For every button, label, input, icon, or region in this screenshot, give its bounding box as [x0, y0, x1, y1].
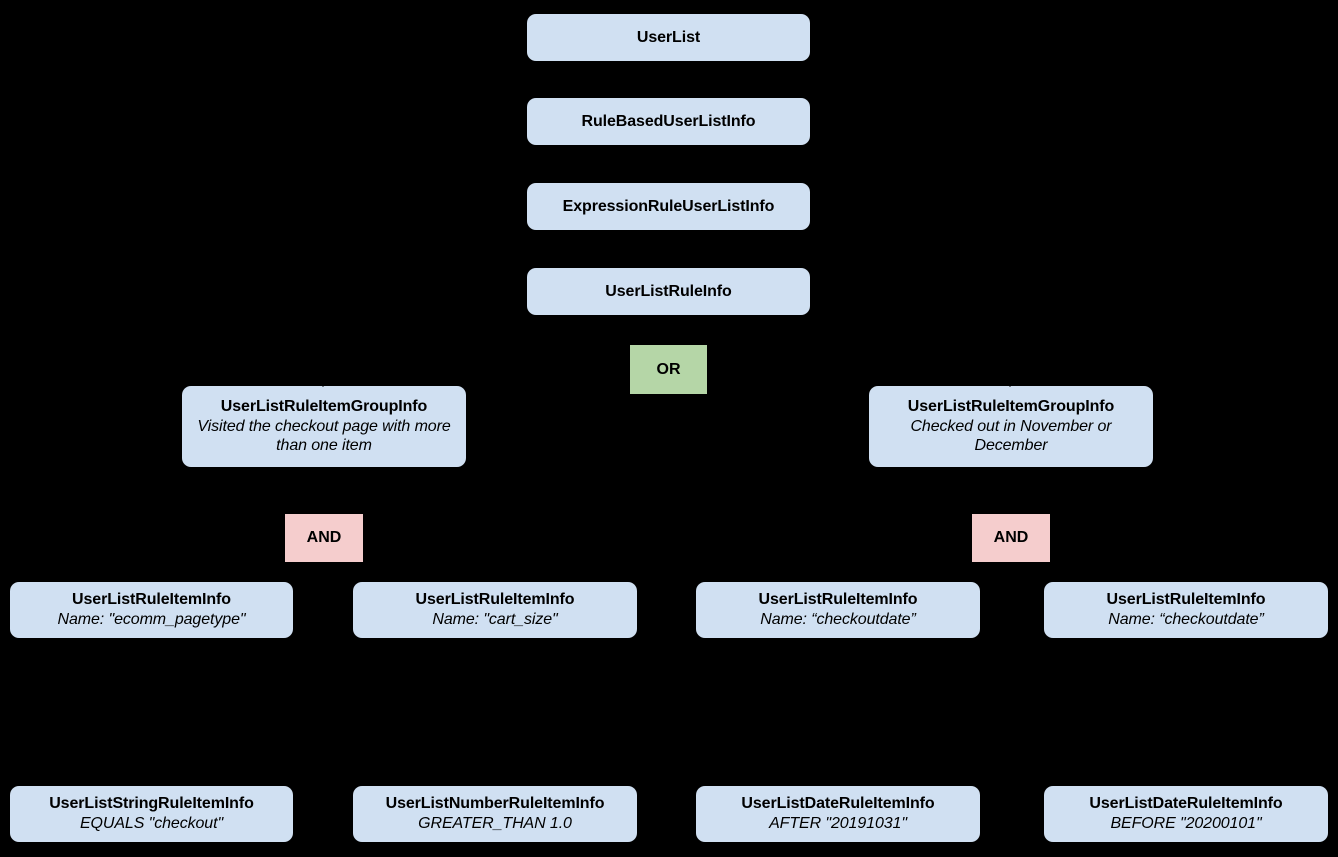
node-subtitle: Checked out in November or December: [910, 417, 1112, 455]
node-expression-rule-user-list-info[interactable]: ExpressionRuleUserListInfo: [527, 183, 810, 230]
node-subtitle: Name: "ecomm_pagetype": [57, 611, 246, 628]
node-date-rule-item-info-before[interactable]: UserListDateRuleItemInfo BEFORE "2020010…: [1044, 786, 1328, 842]
arrow-item3-to-leaf3: [833, 776, 843, 786]
edge-or-to-group-right: [706, 370, 1007, 385]
operator-label: AND: [993, 529, 1029, 546]
operator-or[interactable]: OR: [630, 345, 707, 394]
node-rule-item-checkoutdate-before[interactable]: UserListRuleItemInfo Name: “checkoutdate…: [1044, 582, 1328, 638]
edge-and-left-to-item2: [347, 561, 496, 581]
node-subtitle: BEFORE "20200101": [1110, 815, 1262, 832]
node-title: UserListRuleItemInfo: [72, 591, 231, 609]
operator-and-right[interactable]: AND: [972, 514, 1050, 562]
node-rule-item-ecomm-pagetype[interactable]: UserListRuleItemInfo Name: "ecomm_pagety…: [10, 582, 293, 638]
edge-and-right-to-item3: [837, 561, 989, 581]
node-user-list[interactable]: UserList: [527, 14, 810, 61]
node-rule-based-user-list-info[interactable]: RuleBasedUserListInfo: [527, 98, 810, 145]
node-group-right[interactable]: UserListRuleItemGroupInfo Checked out in…: [869, 386, 1153, 467]
arrow-item4-to-leaf4: [1181, 776, 1191, 786]
node-title: UserListDateRuleItemInfo: [1089, 795, 1283, 813]
node-title: UserListStringRuleItemInfo: [49, 795, 254, 813]
node-title: ExpressionRuleUserListInfo: [562, 197, 775, 215]
node-number-rule-item-info[interactable]: UserListNumberRuleItemInfo GREATER_THAN …: [353, 786, 637, 842]
node-date-rule-item-info-after[interactable]: UserListDateRuleItemInfo AFTER "20191031…: [696, 786, 980, 842]
node-subtitle: Name: “checkoutdate”: [760, 611, 916, 628]
node-subtitle: Name: “checkoutdate”: [1108, 611, 1264, 628]
operator-label: OR: [656, 360, 681, 378]
node-rule-item-cart-size[interactable]: UserListRuleItemInfo Name: "cart_size": [353, 582, 637, 638]
node-subtitle: GREATER_THAN 1.0: [418, 815, 572, 832]
node-string-rule-item-info[interactable]: UserListStringRuleItemInfo EQUALS "check…: [10, 786, 293, 842]
node-title: UserList: [636, 28, 701, 46]
arrowhead-notch-group-right: [1001, 377, 1019, 387]
node-title: UserListRuleItemGroupInfo: [907, 398, 1115, 416]
node-title: UserListDateRuleItemInfo: [741, 795, 935, 813]
node-subtitle: Name: "cart_size": [432, 611, 558, 628]
node-subtitle: EQUALS "checkout": [79, 815, 224, 832]
node-title: UserListRuleInfo: [605, 282, 732, 300]
node-title: UserListNumberRuleItemInfo: [385, 795, 605, 813]
arrow-item1-to-leaf1: [146, 776, 156, 786]
node-user-list-rule-info[interactable]: UserListRuleInfo: [527, 268, 810, 315]
node-group-left[interactable]: UserListRuleItemGroupInfo Visited the ch…: [182, 386, 466, 467]
node-subtitle: AFTER "20191031": [769, 815, 907, 832]
operator-label: AND: [306, 529, 342, 546]
arrow-item2-to-leaf2: [490, 776, 500, 786]
node-title: UserListRuleItemInfo: [758, 591, 918, 609]
edge-or-to-group-left: [329, 370, 661, 385]
edge-and-right-to-item4: [1034, 561, 1187, 581]
node-subtitle: Visited the checkout page with more than…: [197, 417, 451, 455]
arrowhead-notch-group-left: [314, 377, 332, 387]
node-title: RuleBasedUserListInfo: [581, 112, 756, 130]
node-rule-item-checkoutdate-after[interactable]: UserListRuleItemInfo Name: “checkoutdate…: [696, 582, 980, 638]
operator-and-left[interactable]: AND: [285, 514, 363, 562]
node-title: UserListRuleItemInfo: [415, 591, 575, 609]
node-title: UserListRuleItemGroupInfo: [220, 398, 428, 416]
edge-and-left-to-item1: [150, 561, 301, 581]
node-title: UserListRuleItemInfo: [1106, 591, 1266, 609]
